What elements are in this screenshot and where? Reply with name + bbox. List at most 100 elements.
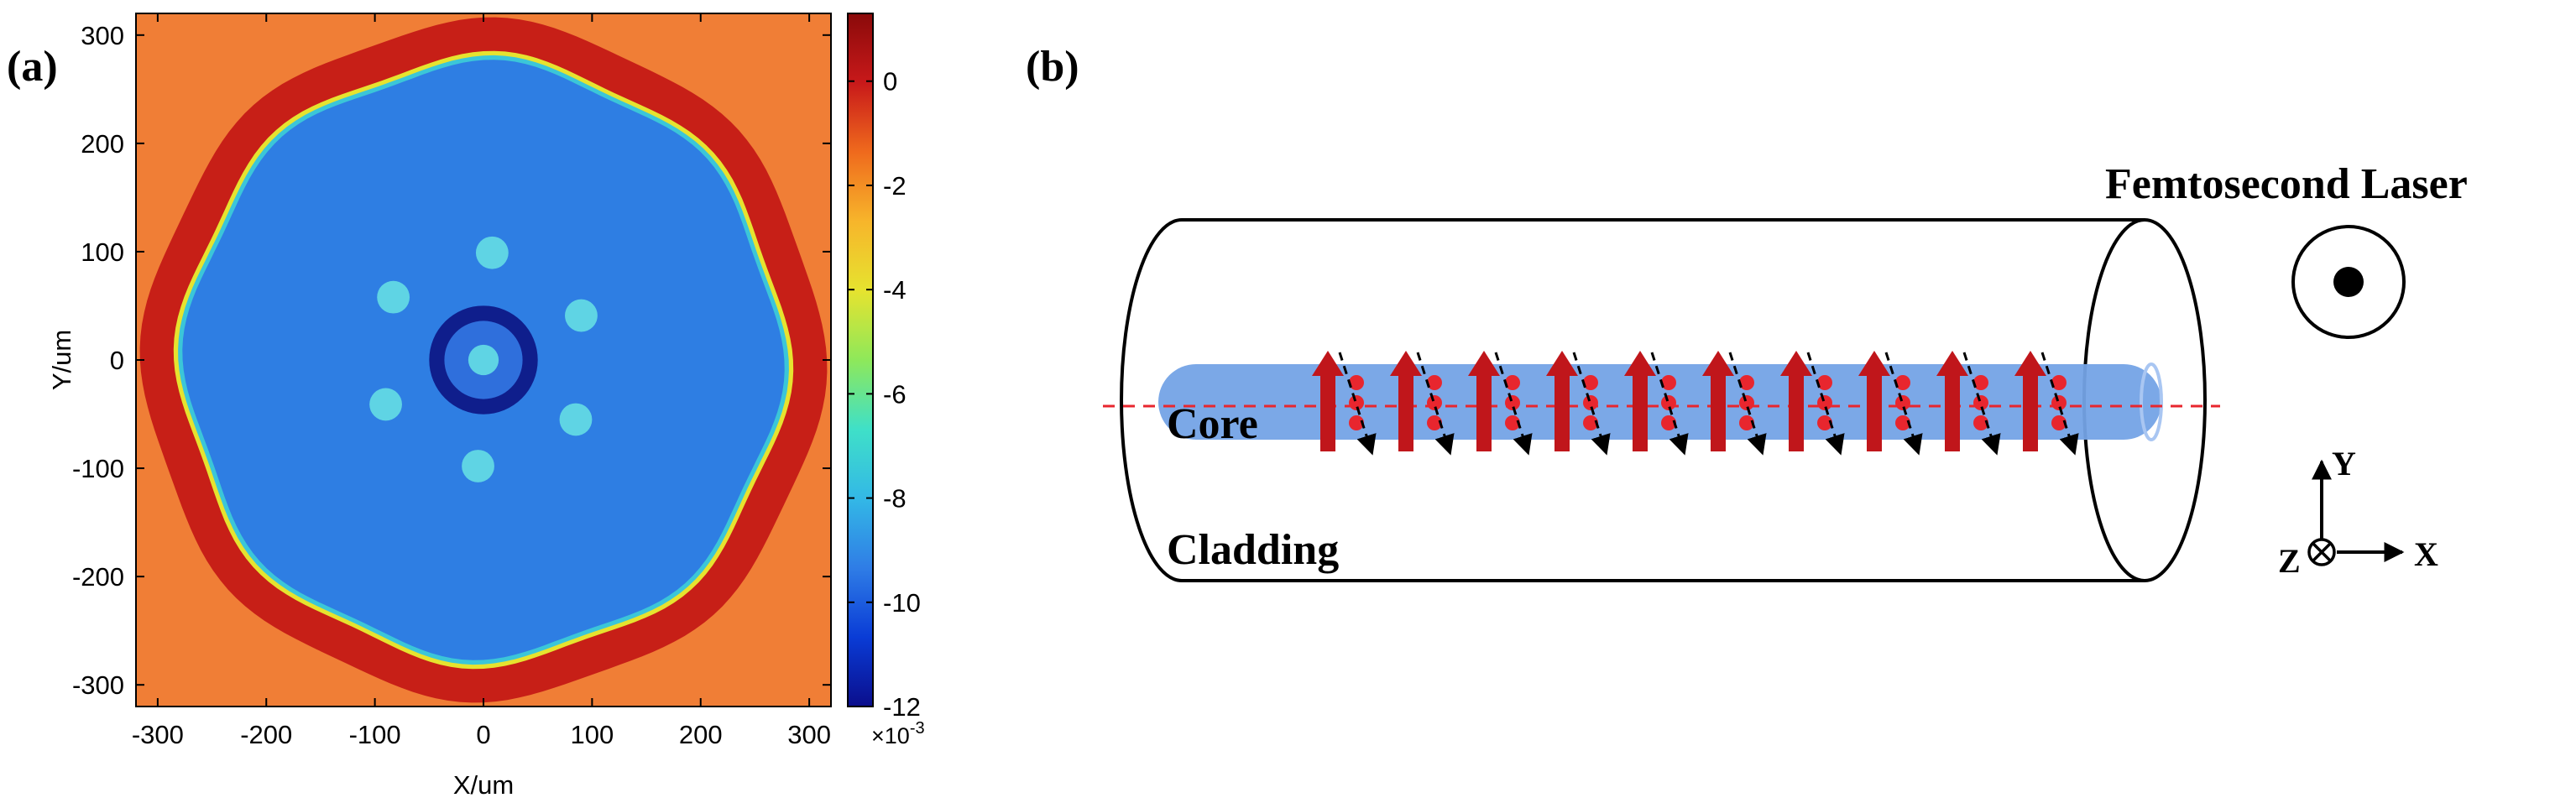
red-dot [1895, 395, 1910, 410]
z-axis-symbol: Z [2278, 542, 2301, 580]
red-dot [1427, 395, 1442, 410]
red-arrow-shaft [1476, 374, 1492, 451]
colorbar-ticks: 0-2-4-6-8-10-12 [848, 67, 921, 722]
red-arrow-head [1858, 351, 1890, 376]
red-dot [1973, 375, 1988, 390]
y-tick-label: 100 [81, 237, 124, 267]
red-dot [1349, 415, 1364, 430]
fiber-diagram: Core Cladding [1103, 218, 2220, 582]
y-tick-label: -200 [72, 562, 124, 592]
red-dot [1661, 395, 1676, 410]
x-tick-label: -200 [240, 720, 292, 749]
y-tick-label: 300 [81, 21, 124, 50]
fiber-core [1158, 362, 2163, 441]
core-end-face [2140, 362, 2163, 441]
x-tick-label: 0 [476, 720, 490, 749]
colorbar-gradient [847, 13, 874, 707]
colorbar-tick-label: -6 [883, 379, 907, 409]
red-dot [1349, 395, 1364, 410]
red-dot [1427, 415, 1442, 430]
outer-core-spot [369, 388, 402, 421]
red-arrow-shaft [1320, 374, 1335, 451]
red-arrow-head [1936, 351, 1968, 376]
cladding-label: Cladding [1167, 526, 1339, 574]
grating-arrows [1312, 351, 2079, 456]
colorbar: 0-2-4-6-8-10-12 ×10-3 [847, 13, 925, 748]
colorbar-tick-label: -10 [883, 588, 921, 618]
red-dot [1817, 375, 1832, 390]
outer-core-spot [559, 403, 593, 436]
outer-core-spot [377, 280, 410, 314]
y-tick-label: 200 [81, 129, 124, 159]
red-arrow-head [1624, 351, 1656, 376]
dashed-diagonal-arrow [1416, 352, 1455, 456]
red-dot [1739, 415, 1754, 430]
red-dot [1973, 395, 1988, 410]
red-arrow-shaft [1398, 374, 1413, 451]
dashed-diagonal-arrow [1494, 352, 1533, 456]
red-dot [2051, 395, 2067, 410]
red-dot [1583, 415, 1598, 430]
cladding-outline [1120, 218, 2145, 582]
x-tick-label: 200 [679, 720, 723, 749]
outer-core-spot [565, 299, 598, 332]
y-tick-label: 0 [110, 346, 124, 375]
heatmap-plot: -300 -200 -100 0 100 200 300 300 200 100 0 -100 -20… [47, 13, 832, 800]
coordinate-axes: Y X Z [2278, 445, 2438, 580]
red-arrow-shaft [1633, 374, 1648, 451]
red-dot [1817, 415, 1832, 430]
y-tick-label: -100 [72, 454, 124, 483]
core-label: Core [1167, 400, 1258, 448]
y-tick-label: -300 [72, 670, 124, 700]
red-arrow-head [2014, 351, 2046, 376]
y-axis-symbol: Y [2332, 445, 2356, 482]
colorbar-tick-label: -12 [883, 692, 921, 722]
dashed-diagonal-arrow [1572, 352, 1611, 456]
dashed-diagonal-arrow [1806, 352, 1845, 456]
red-arrow-shaft [2023, 374, 2038, 451]
heatmap-layer [139, 17, 828, 703]
red-arrow-shaft [1945, 374, 1960, 451]
colorbar-tick-label: -2 [883, 171, 907, 201]
red-dot [1895, 375, 1910, 390]
x-axis-label: X/um [453, 770, 514, 800]
laser-beam-ring [2291, 225, 2406, 339]
panel-b: (b) Core Cladding Femtosecond Laser [1026, 43, 2468, 582]
red-dot [1739, 395, 1754, 410]
red-dot [1661, 375, 1676, 390]
red-dot [1505, 415, 1520, 430]
y-axis-ticks: 300 200 100 0 -100 -200 -300 [72, 21, 831, 700]
dashed-diagonal-arrow [1338, 352, 1377, 456]
red-dot [1895, 415, 1910, 430]
red-dot [1661, 415, 1676, 430]
red-dot [1973, 415, 1988, 430]
red-dot [1817, 395, 1832, 410]
colorbar-multiplier: ×10-3 [871, 719, 925, 748]
panel-b-label: (b) [1026, 43, 1079, 91]
x-axis-symbol: X [2414, 535, 2438, 573]
red-dot [1349, 375, 1364, 390]
x-tick-label: -100 [349, 720, 401, 749]
red-arrow-shaft [1867, 374, 1882, 451]
red-dot [1739, 375, 1754, 390]
colorbar-tick-label: -8 [883, 484, 907, 514]
x-tick-label: 300 [787, 720, 831, 749]
red-dot [2051, 415, 2067, 430]
red-arrow-head [1468, 351, 1500, 376]
red-arrow-head [1546, 351, 1578, 376]
red-arrow-head [1312, 351, 1344, 376]
dashed-diagonal-arrow [2040, 352, 2079, 456]
outer-core-spot [475, 236, 509, 269]
red-arrow-shaft [1554, 374, 1570, 451]
colorbar-tick-label: -4 [883, 275, 907, 305]
red-dot [1583, 395, 1598, 410]
dashed-diagonal-arrow [1728, 352, 1767, 456]
dashed-diagonal-arrow [1962, 352, 2001, 456]
outer-core-spot [462, 450, 494, 482]
red-dot [2051, 375, 2067, 390]
red-dot [1427, 375, 1442, 390]
red-arrow-head [1390, 351, 1422, 376]
